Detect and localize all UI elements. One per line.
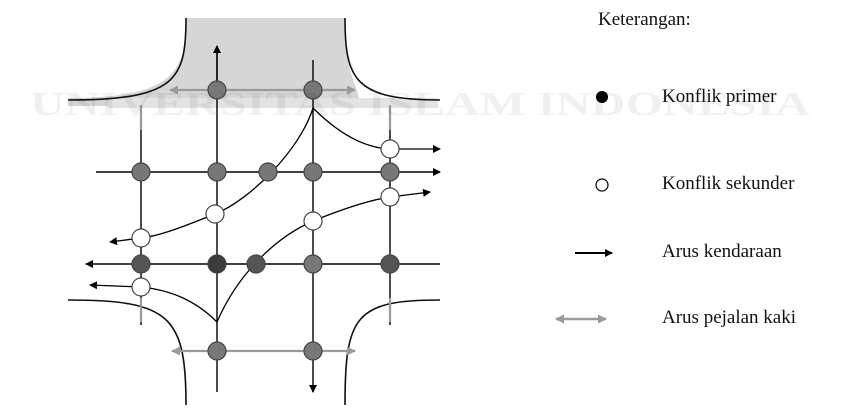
secondary-conflict-point (131, 228, 151, 248)
primary-conflict-point (131, 162, 151, 182)
legend-icons (555, 91, 613, 324)
legend-label-vehicle-flow: Arus kendaraan (662, 241, 782, 262)
primary-conflict-point (380, 162, 400, 182)
watermark: UNIVERSITAS ISLAM INDONESIA (30, 86, 811, 123)
legend-title: Keterangan: (598, 9, 691, 30)
filled-black-dot-icon (596, 91, 608, 103)
hollow-white-dot-icon (595, 178, 609, 192)
pedestrian-crossings (139, 85, 392, 356)
primary-conflict-point (207, 80, 227, 100)
secondary-conflict-point (205, 204, 225, 224)
corner-shading-top (68, 18, 360, 106)
primary-conflict-point (207, 162, 227, 182)
secondary-conflict-point (380, 187, 400, 207)
legend-label-secondary-conflict: Konflik sekunder (662, 173, 795, 194)
secondary-conflict-point (380, 139, 400, 159)
secondary-conflict-point (131, 277, 151, 297)
kerb-curves (67, 17, 441, 406)
primary-conflict-point (207, 254, 227, 274)
horizontal-lanes (85, 168, 441, 268)
primary-conflict-point (131, 254, 151, 274)
primary-conflict-point (303, 80, 323, 100)
primary-conflict-point (207, 341, 227, 361)
primary-conflict-point (303, 254, 323, 274)
secondary-conflict-points (131, 139, 400, 297)
primary-conflict-point (380, 254, 400, 274)
primary-conflict-point (258, 162, 278, 182)
legend-label-pedestrian-flow: Arus pejalan kaki (662, 307, 797, 328)
legend-label-primary-conflict: Konflik primer (662, 86, 777, 107)
secondary-conflict-point (303, 211, 323, 231)
primary-conflict-point (303, 341, 323, 361)
primary-conflict-point (303, 162, 323, 182)
primary-conflict-point (246, 254, 266, 274)
primary-conflict-points (131, 80, 400, 361)
shading-bar-top (108, 98, 438, 108)
